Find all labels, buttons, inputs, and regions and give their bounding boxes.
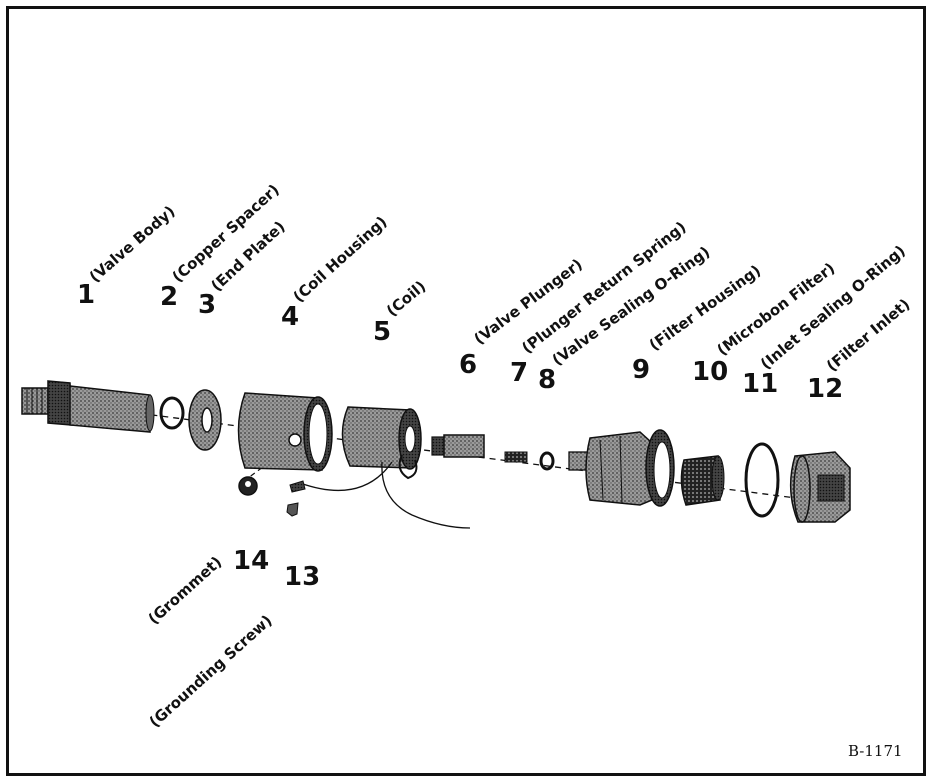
plunger-return-spring-part (504, 451, 528, 463)
part-number-6: 6 (459, 350, 477, 380)
part-number-7: 7 (510, 358, 528, 388)
part-number-4: 4 (281, 302, 299, 332)
part-number-2: 2 (160, 282, 178, 312)
filter-housing-part (568, 429, 675, 507)
coil-housing-part (237, 392, 333, 472)
figure-code: B-1171 (848, 742, 903, 760)
ground-wire-axis-line (247, 424, 321, 479)
copper-spacer-part (159, 396, 185, 430)
diagram-frame (6, 6, 926, 776)
part-number-5: 5 (373, 317, 391, 347)
valve-body-part (21, 380, 155, 433)
part-number-11: 11 (742, 369, 778, 399)
valve-plunger-part (431, 434, 485, 458)
part-number-9: 9 (632, 355, 650, 385)
part-label-valve-body: (Valve Body) (86, 202, 179, 286)
filter-inlet-part (789, 451, 851, 523)
part-number-13: 13 (284, 562, 320, 592)
part-number-12: 12 (807, 374, 843, 404)
part-number-1: 1 (77, 280, 95, 310)
part-number-10: 10 (692, 357, 728, 387)
part-label-grounding-screw: (Grounding Screw) (146, 611, 276, 731)
part-number-8: 8 (538, 365, 556, 395)
valve-sealing-o-ring-part (539, 451, 555, 471)
microbon-filter-part (680, 455, 725, 506)
part-label-coil-housing: (Coil Housing) (290, 213, 391, 306)
part-number-3: 3 (198, 290, 216, 320)
grounding-screw-part (286, 480, 306, 517)
coil-part (299, 406, 471, 529)
part-number-14: 14 (233, 546, 269, 576)
inlet-sealing-o-ring-part (744, 442, 780, 518)
grommet-part (238, 476, 258, 496)
part-label-coil: (Coil) (383, 277, 429, 320)
part-label-grommet: (Grommet) (145, 553, 226, 628)
end-plate-part (188, 389, 222, 451)
